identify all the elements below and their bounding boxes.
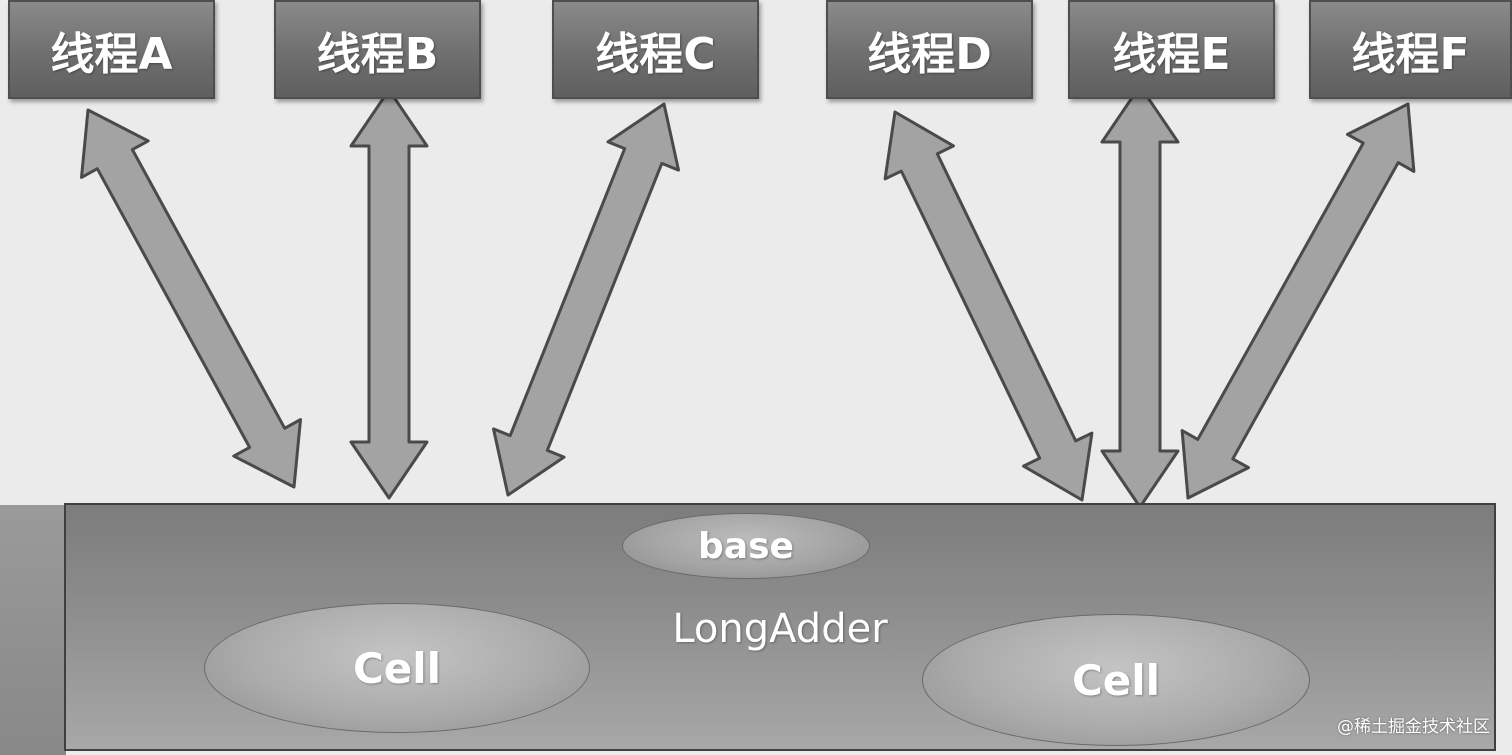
arrow-thread-b (349, 88, 429, 500)
thread-c-label: 线程C (595, 28, 716, 80)
arrow-thread-d (883, 110, 1094, 502)
arrow-thread-a (80, 108, 302, 489)
arrow-thread-c (492, 102, 680, 497)
thread-e-label: 线程E (1112, 28, 1231, 80)
long-adder-label: LongAdder (672, 606, 888, 652)
thread-d-label: 线程D (867, 28, 992, 80)
cell-right-ellipse: Cell (922, 614, 1310, 746)
thread-a-label: 线程A (50, 28, 173, 80)
arrow-thread-e (1100, 84, 1180, 509)
base-ellipse: base (622, 513, 870, 579)
thread-e-box: 线程E (1068, 0, 1275, 99)
left-edge-strip (0, 505, 66, 755)
thread-b-label: 线程B (316, 28, 439, 80)
thread-f-box: 线程F (1309, 0, 1512, 99)
thread-c-box: 线程C (552, 0, 759, 99)
thread-d-box: 线程D (826, 0, 1033, 99)
cell-left-ellipse: Cell (204, 603, 590, 733)
cell-right-label: Cell (1071, 655, 1161, 705)
thread-a-box: 线程A (8, 0, 215, 99)
watermark: @稀土掘金技术社区 (1337, 717, 1490, 737)
cell-left-label: Cell (352, 643, 442, 693)
thread-f-label: 线程F (1351, 28, 1470, 80)
thread-b-box: 线程B (274, 0, 481, 99)
base-label: base (698, 525, 794, 567)
arrow-thread-f (1180, 102, 1416, 500)
